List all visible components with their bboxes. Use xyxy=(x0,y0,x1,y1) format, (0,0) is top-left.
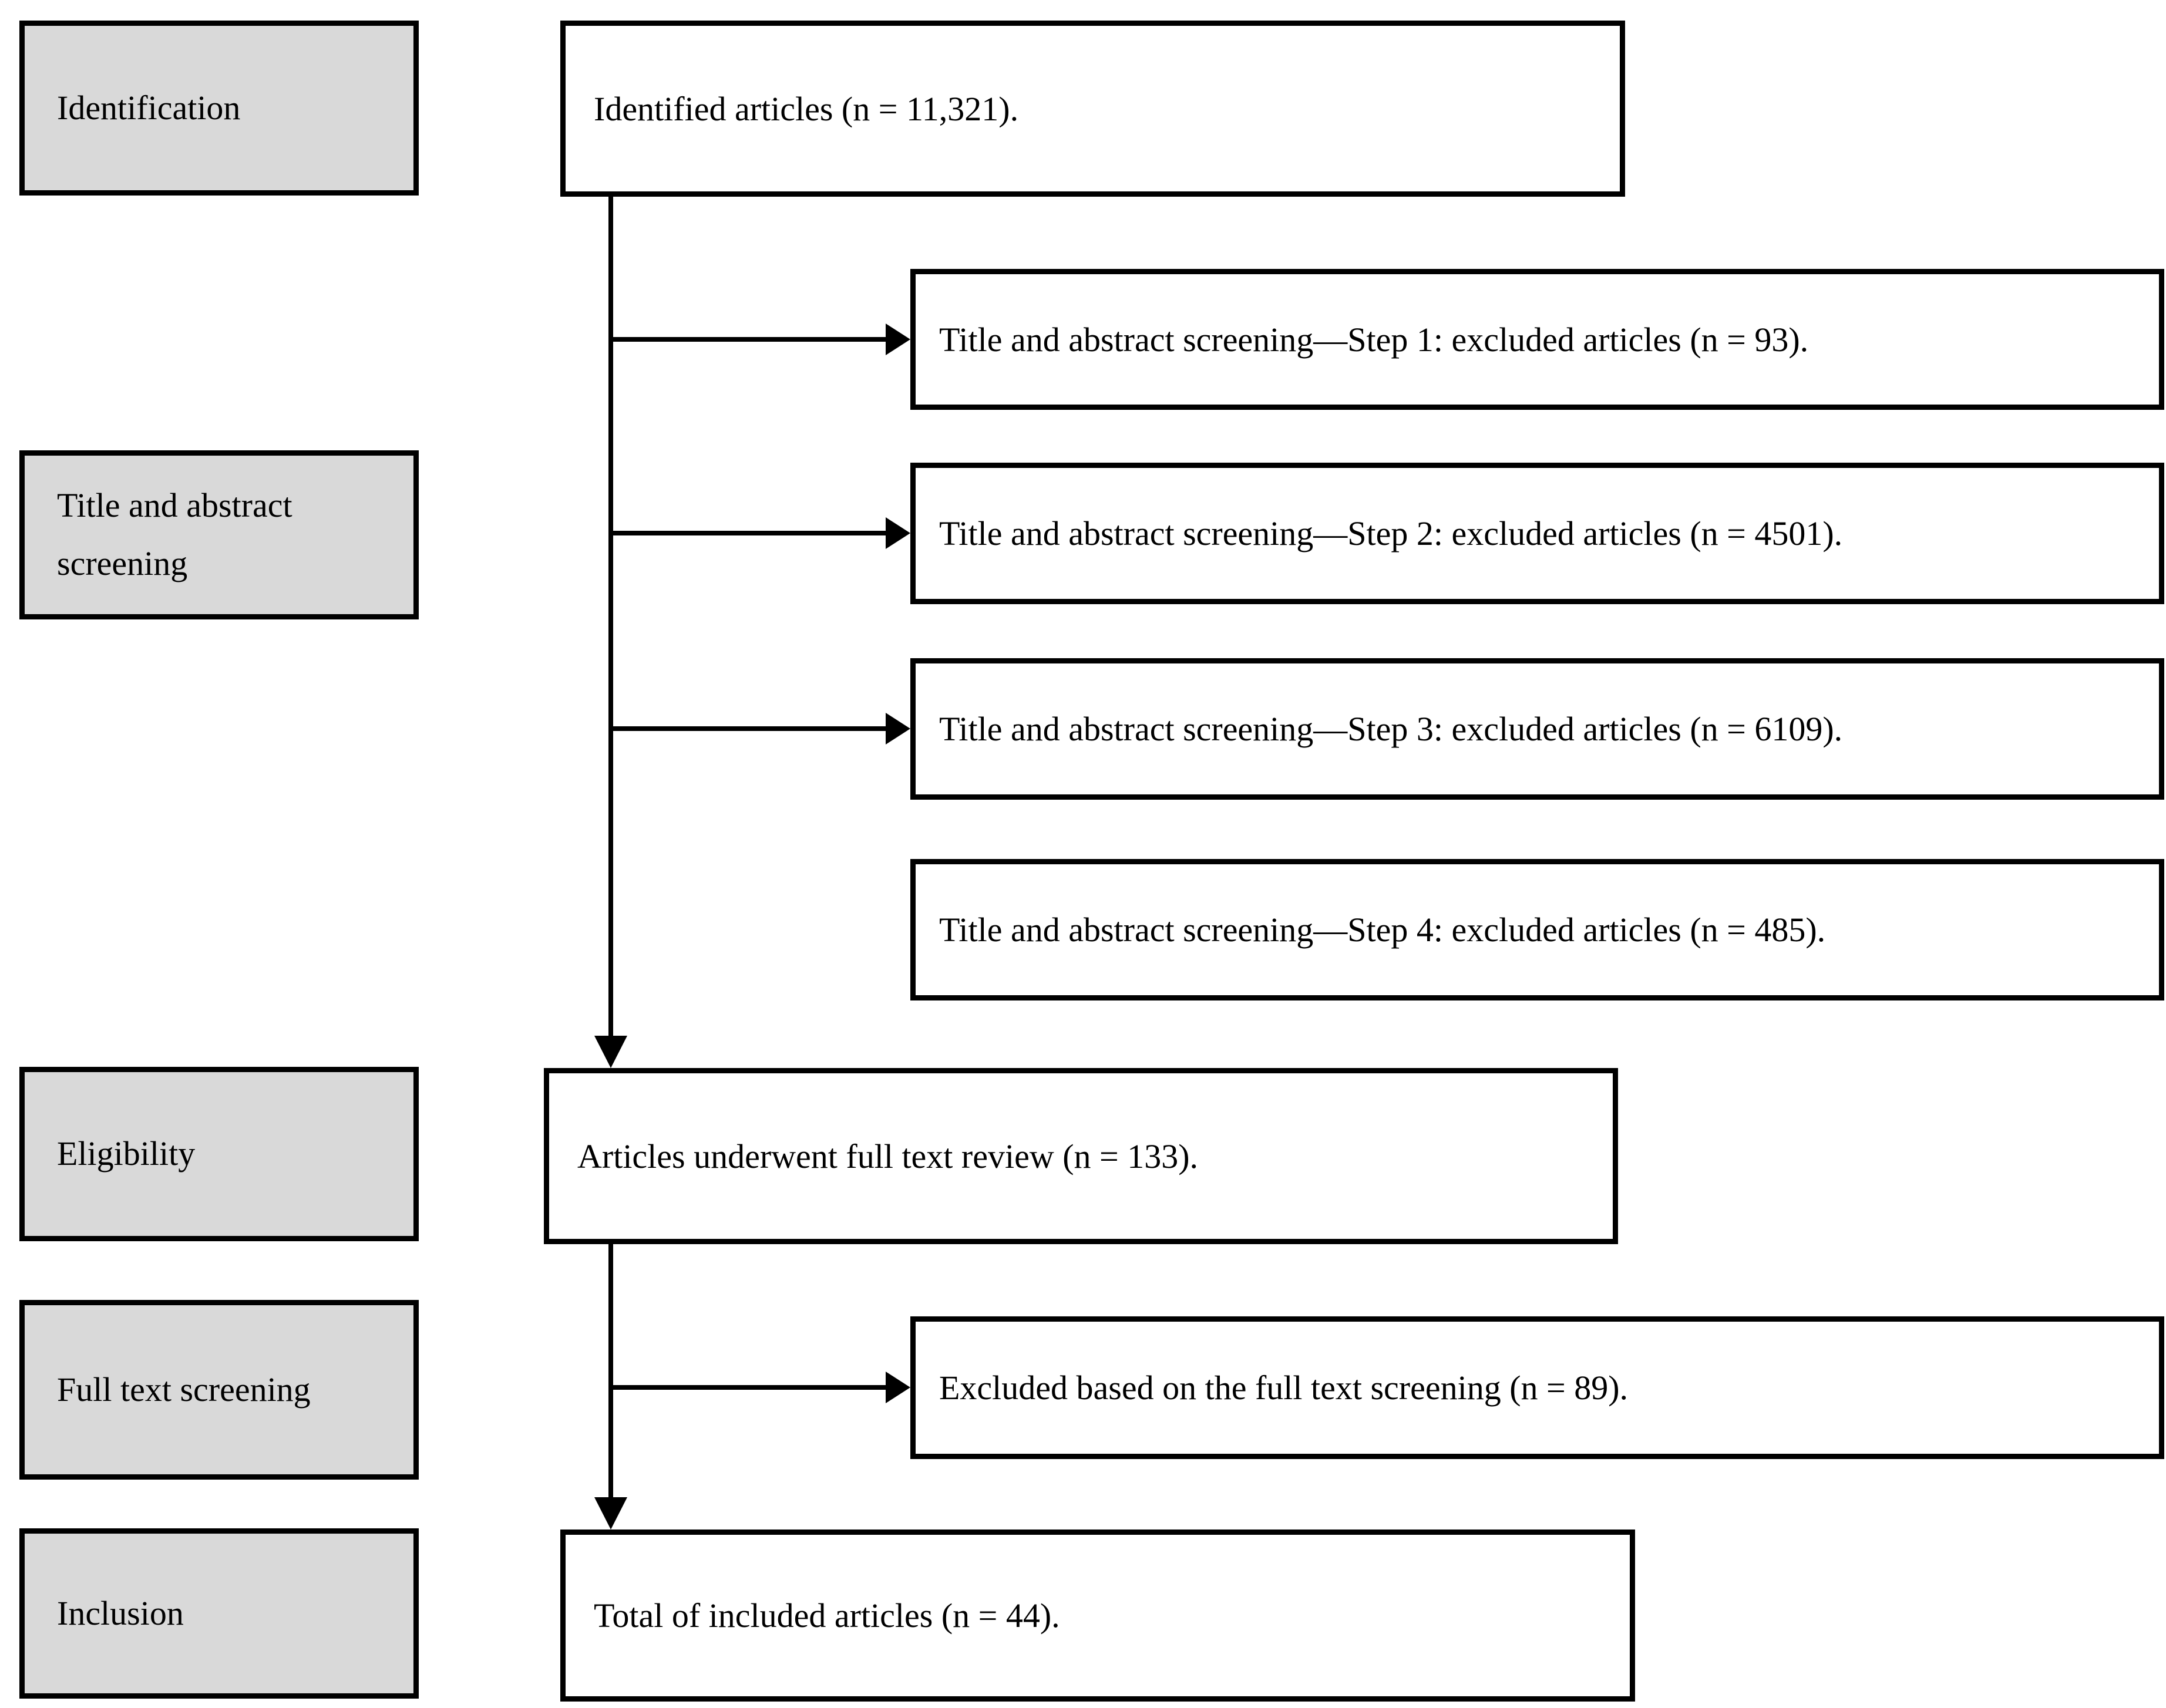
stage-box-identification: Identification xyxy=(19,21,419,196)
node-step2-excluded: Title and abstract screening—Step 2: exc… xyxy=(910,463,2164,604)
connector-branch-step2 xyxy=(611,531,886,535)
stage-box-inclusion: Inclusion xyxy=(19,1528,419,1699)
arrowhead-step1 xyxy=(886,324,910,355)
connector-branch-step1 xyxy=(611,337,886,342)
stage-box-eligibility: Eligibility xyxy=(19,1067,419,1241)
node-step4-excluded: Title and abstract screening—Step 4: exc… xyxy=(910,859,2164,1000)
stage-label-inclusion: Inclusion xyxy=(57,1594,184,1632)
node-step3-excluded: Title and abstract screening—Step 3: exc… xyxy=(910,658,2164,800)
arrowhead-into-full-text-review xyxy=(594,1036,627,1068)
node-step1-excluded: Title and abstract screening—Step 1: exc… xyxy=(910,269,2164,410)
node-full-text-excluded-text: Excluded based on the full text screenin… xyxy=(939,1369,1629,1407)
arrowhead-into-total-included xyxy=(594,1497,627,1530)
connector-trunk-lower xyxy=(608,1244,613,1497)
stage-label-title-abstract-screening: Title and abstract screening xyxy=(57,486,292,582)
node-step4-excluded-text: Title and abstract screening—Step 4: exc… xyxy=(939,911,1826,949)
node-step1-excluded-text: Title and abstract screening—Step 1: exc… xyxy=(939,320,1809,359)
arrowhead-step3 xyxy=(886,713,910,744)
node-identified-articles-text: Identified articles (n = 11,321). xyxy=(594,89,1019,128)
stage-label-identification: Identification xyxy=(57,88,241,127)
node-total-included: Total of included articles (n = 44). xyxy=(560,1530,1635,1702)
stage-box-title-abstract-screening: Title and abstract screening xyxy=(19,450,419,619)
node-full-text-excluded: Excluded based on the full text screenin… xyxy=(910,1316,2164,1459)
stage-label-eligibility: Eligibility xyxy=(57,1134,196,1173)
node-step3-excluded-text: Title and abstract screening—Step 3: exc… xyxy=(939,710,1843,748)
node-full-text-review-text: Articles underwent full text review (n =… xyxy=(577,1137,1199,1175)
connector-trunk-upper xyxy=(608,197,613,1036)
node-step2-excluded-text: Title and abstract screening—Step 2: exc… xyxy=(939,514,1843,553)
connector-branch-full-text-excluded xyxy=(611,1385,886,1390)
arrowhead-full-text-excluded xyxy=(886,1372,910,1403)
arrowhead-step2 xyxy=(886,517,910,549)
connector-branch-step3 xyxy=(611,726,886,731)
stage-label-full-text-screening: Full text screening xyxy=(57,1370,311,1409)
node-identified-articles: Identified articles (n = 11,321). xyxy=(560,21,1625,197)
stage-box-full-text-screening: Full text screening xyxy=(19,1300,419,1480)
node-full-text-review: Articles underwent full text review (n =… xyxy=(544,1068,1618,1244)
node-total-included-text: Total of included articles (n = 44). xyxy=(594,1596,1060,1635)
